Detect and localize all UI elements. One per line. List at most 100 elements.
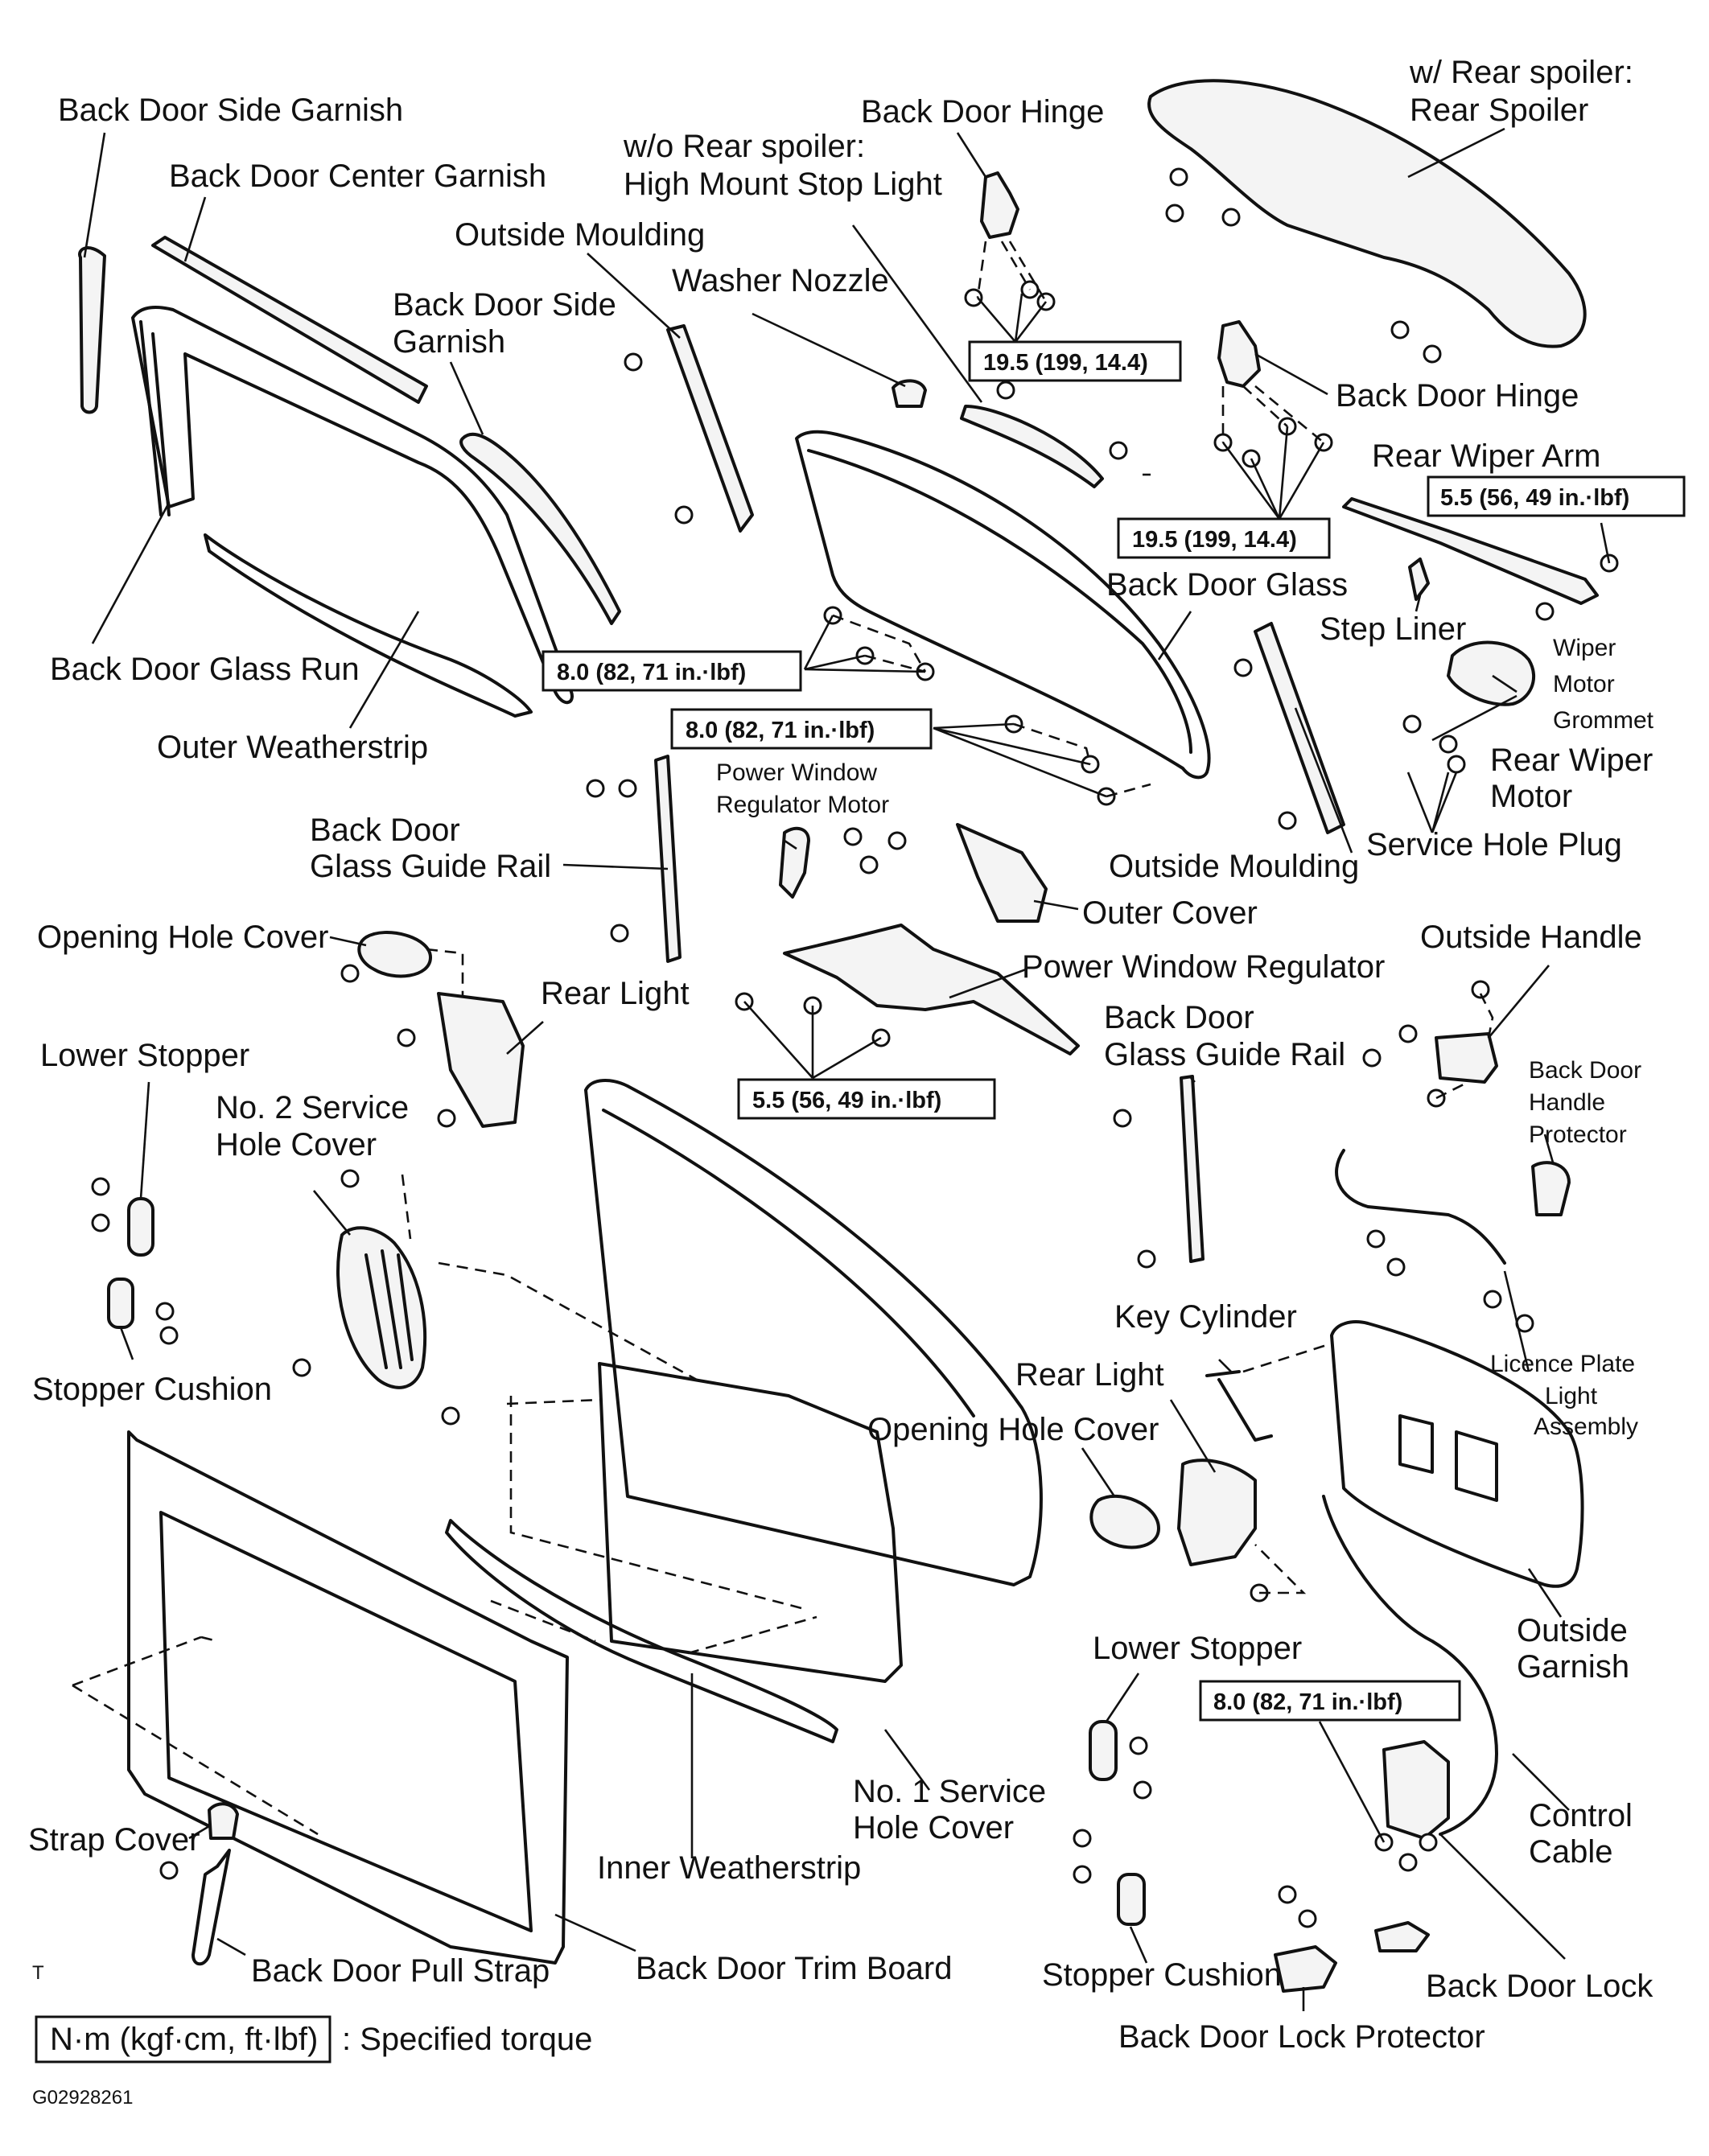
torque-box-glass-right — [670, 708, 933, 750]
bolt-icon — [441, 1406, 460, 1426]
label-guide-rail-right-a: Back Door — [1104, 1000, 1254, 1035]
side-garnish-left-part — [78, 246, 106, 414]
rear-wiper-arm-part — [1342, 497, 1599, 605]
torque-box-wiper-arm — [1427, 475, 1686, 517]
bolt-icon — [674, 505, 694, 525]
bolt-icon — [1535, 602, 1555, 621]
bolt-icon — [1278, 1885, 1297, 1904]
opening-hole-cover-right-part — [1089, 1495, 1160, 1549]
label-back-door-glass: Back Door Glass — [1106, 567, 1348, 603]
bolt-icon — [155, 1302, 175, 1321]
label-no2-service-a: No. 2 Service — [216, 1090, 409, 1125]
bolt-icon — [1439, 734, 1458, 754]
bolt-icon — [964, 288, 983, 307]
bolt-icon — [340, 964, 360, 983]
back-door-glass-part — [795, 430, 1211, 780]
stop-light-part — [960, 405, 1104, 488]
label-licence-a: Licence Plate — [1490, 1351, 1635, 1377]
bolt-icon — [859, 855, 879, 874]
lower-stopper-left-part — [127, 1197, 154, 1257]
legend-text: : Specified torque — [342, 2022, 592, 2057]
leader-lines — [83, 127, 1611, 2011]
torque-hinge-right: 19.5 (199, 14.4) — [1132, 527, 1297, 553]
outside-moulding-right-part — [1254, 622, 1345, 834]
label-hinge-right: Back Door Hinge — [1336, 378, 1579, 414]
bolt-icon — [1398, 1853, 1418, 1872]
label-wo-spoiler-b: High Mount Stop Light — [624, 167, 942, 202]
hinge-top-part — [980, 171, 1019, 239]
label-no1-service-a: No. 1 Service — [853, 1774, 1046, 1809]
bolt-icon — [1133, 1780, 1152, 1800]
label-w-spoiler-a: w/ Rear spoiler: — [1409, 55, 1633, 90]
label-key-cylinder: Key Cylinder — [1114, 1299, 1297, 1335]
label-pw-regulator: Power Window Regulator — [1022, 949, 1385, 985]
outside-moulding-top-part — [666, 324, 754, 533]
bolt-icon — [340, 1169, 360, 1188]
bolt-icon — [437, 1109, 456, 1128]
label-glass-run: Back Door Glass Run — [50, 652, 360, 687]
label-trim-board: Back Door Trim Board — [636, 1951, 952, 1986]
opening-hole-cover-left-part — [357, 931, 432, 978]
trim-board-part — [127, 1430, 569, 1965]
label-washer-nozzle: Washer Nozzle — [672, 263, 889, 298]
label-outside-moulding-right: Outside Moulding — [1109, 849, 1359, 884]
bolt-icon — [1109, 441, 1128, 460]
label-lower-stopper-left: Lower Stopper — [40, 1038, 249, 1073]
bolt-icon — [1362, 1048, 1382, 1068]
torque-boxes: 19.5 (199, 14.4) 19.5 (199, 14.4) 5.5 (5… — [542, 340, 1686, 1722]
label-stopper-cushion-left: Stopper Cushion — [32, 1372, 272, 1407]
label-pw-motor-b: Regulator Motor — [716, 792, 889, 818]
bolt-icon — [624, 352, 643, 372]
side-garnish-center-part — [459, 432, 621, 625]
label-licence-b: Light — [1545, 1383, 1598, 1409]
step-liner-part — [1408, 558, 1430, 601]
label-handle-protector-c: Protector — [1529, 1121, 1627, 1148]
back-door-lock-part — [1382, 1740, 1450, 1840]
bolt-icon — [1233, 658, 1253, 677]
label-no1-service-b: Hole Cover — [853, 1810, 1014, 1845]
bolt-icon — [1073, 1865, 1092, 1884]
label-outside-handle: Outside Handle — [1420, 920, 1642, 955]
label-control-cable-a: Control — [1529, 1798, 1633, 1833]
bolt-icon — [1471, 980, 1490, 999]
callout-labels: Back Door Side Garnish Back Door Center … — [28, 55, 1654, 2055]
label-handle-protector-b: Handle — [1529, 1089, 1605, 1116]
label-inner-weatherstrip: Inner Weatherstrip — [597, 1850, 861, 1886]
figure-code: G02928261 — [32, 2087, 133, 2109]
no2-service-hole-cover-part — [336, 1226, 427, 1389]
bolt-icon — [1278, 811, 1297, 830]
label-rear-light-left: Rear Light — [541, 976, 690, 1011]
label-side-garnish-tl: Back Door Side Garnish — [58, 93, 403, 128]
bolt-icon — [1221, 208, 1241, 227]
pull-strap-part — [191, 1849, 231, 1966]
bolt-icon — [1366, 1229, 1386, 1249]
label-side-garnish-2b: Garnish — [393, 324, 505, 360]
inner-door-panel-part — [584, 1079, 1043, 1586]
torque-glass-left: 8.0 (82, 71 in.·lbf) — [557, 660, 746, 685]
bolt-icon — [1390, 320, 1410, 339]
label-outer-weatherstrip: Outer Weatherstrip — [157, 730, 428, 765]
washer-nozzle-part — [892, 379, 927, 408]
label-pw-motor-a: Power Window — [716, 759, 877, 786]
hinge-right-part — [1217, 320, 1261, 388]
guide-rail-right-part — [1180, 1075, 1205, 1263]
control-cable-part — [1322, 1495, 1498, 1836]
glass-run-part — [131, 306, 574, 705]
label-service-hole-plug: Service Hole Plug — [1366, 827, 1622, 862]
bolt-icon — [1402, 714, 1422, 734]
label-step-liner: Step Liner — [1320, 611, 1466, 647]
licence-light-part — [1335, 1149, 1506, 1265]
bolt-icon — [996, 381, 1015, 400]
label-outside-garnish-b: Garnish — [1517, 1649, 1629, 1685]
label-pull-strap: Back Door Pull Strap — [251, 1953, 550, 1989]
bolt-icon — [1398, 1024, 1418, 1043]
label-w-spoiler-b: Rear Spoiler — [1410, 93, 1588, 128]
label-guide-rail-right-b: Glass Guide Rail — [1104, 1037, 1345, 1072]
part-drawings — [78, 79, 1599, 1993]
bolt-icon — [1113, 1109, 1132, 1128]
label-opening-hole-cover-right: Opening Hole Cover — [867, 1412, 1159, 1447]
torque-box-regulator — [737, 1078, 996, 1120]
bolt-icon — [1129, 1736, 1148, 1755]
outer-cover-part — [956, 823, 1048, 923]
pw-regulator-part — [783, 924, 1080, 1055]
